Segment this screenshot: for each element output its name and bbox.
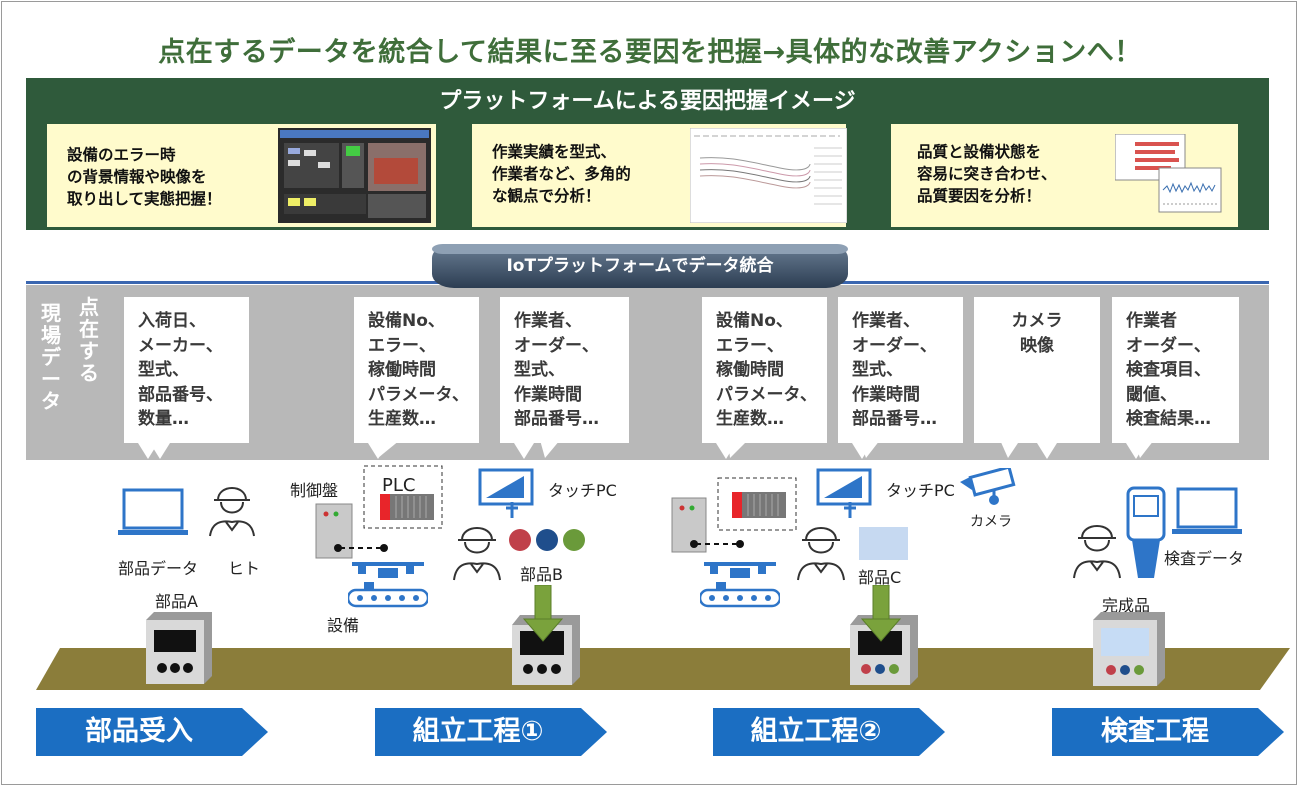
data-bubble-worker-2: 作業者、 オーダー、 型式、 作業時間 部品番号… <box>838 297 963 459</box>
worker-icon <box>209 487 255 537</box>
process-assembly-2: 組立工程② <box>713 708 945 756</box>
human-label: ヒト <box>228 559 261 578</box>
callout-equipment-error: 設備のエラー時 の背景情報や映像を 取り出して実態把握！ <box>47 124 436 227</box>
control-panel-plc-icon <box>671 477 797 553</box>
control-panel-label: 制御盤 <box>290 481 339 500</box>
finished-product-machine-icon <box>1093 612 1165 686</box>
laptop-icon <box>118 488 188 535</box>
worker-icon <box>453 527 501 581</box>
plc-label: PLC <box>382 475 416 496</box>
part-c-machine-icon <box>850 585 918 685</box>
parts-data-label: 部品データ <box>118 559 199 578</box>
process-label: 組立工程① <box>412 716 544 747</box>
bubble-text: 作業者、 オーダー、 型式、 作業時間 部品番号… <box>514 311 599 429</box>
process-arrow-shape <box>1052 708 1284 756</box>
camera-label: カメラ <box>970 514 1012 530</box>
process-arrow-shape <box>375 708 607 756</box>
touch-pc-icon <box>478 468 534 518</box>
bubble-text: 設備No、 エラー、 稼働時間 パラメータ、 生産数… <box>716 311 817 429</box>
callout-text: 作業実績を型式、 作業者など、多角的 な観点で分析！ <box>492 143 631 205</box>
bubble-text: 入荷日、 メーカー、 型式、 部品番号、 数量… <box>138 311 223 429</box>
callout-work-analysis: 作業実績を型式、 作業者など、多角的 な観点で分析！ <box>472 124 847 227</box>
handheld-scanner-icon <box>1126 486 1166 578</box>
side-label-col1: 点在する <box>79 295 99 385</box>
worker-icon <box>1073 525 1121 579</box>
callout-quality-analysis: 品質と設備状態を 容易に突き合わせ、 品質要因を分析！ <box>891 124 1238 227</box>
camera-icon <box>960 468 1016 505</box>
process-arrow-shape <box>713 708 945 756</box>
data-bubble-inspection: 作業者 オーダー、 検査項目、 閾値、 検査結果… <box>1112 297 1239 459</box>
bubble-text: 作業者、 オーダー、 型式、 作業時間 部品番号… <box>852 311 937 429</box>
part-a-machine-icon <box>146 612 212 684</box>
worker-icon <box>797 527 845 581</box>
process-label: 部品受入 <box>85 716 193 747</box>
part-c-label: 部品C <box>858 568 902 587</box>
quality-charts-image <box>1115 134 1222 213</box>
data-bubble-equipment-2: 設備No、 エラー、 稼働時間 パラメータ、 生産数… <box>702 297 827 459</box>
touch-pc-icon <box>816 468 872 518</box>
page-title: 点在するデータを統合して結果に至る要因を把握→具体的な改善アクションへ！ <box>158 37 1142 68</box>
bubble-text: 設備No、 エラー、 稼働時間 パラメータ、 生産数… <box>368 311 469 429</box>
banner-title: プラットフォームによる要因把握イメージ <box>439 89 856 114</box>
part-a-label: 部品A <box>155 592 198 611</box>
line-chart-image <box>690 128 847 223</box>
robot-conveyor-icon <box>348 562 428 608</box>
finished-product-label: 完成品 <box>1102 596 1151 615</box>
part-c-block <box>859 527 908 560</box>
data-bubble-worker-1: 作業者、 オーダー、 型式、 作業時間 部品番号… <box>500 297 629 459</box>
inspection-data-label: 検査データ <box>1164 549 1245 568</box>
callout-text: 設備のエラー時 の背景情報や映像を 取り出して実態把握！ <box>67 146 222 208</box>
process-label: 組立工程② <box>750 716 882 747</box>
iot-platform-banner: IoTプラットフォームでデータ統合 <box>432 244 848 288</box>
process-inspection: 検査工程 <box>1052 708 1284 756</box>
process-label: 検査工程 <box>1101 716 1209 747</box>
robot-conveyor-icon <box>700 562 780 608</box>
control-panel-plc-icon <box>315 465 443 559</box>
process-arrow-shape <box>36 708 268 756</box>
process-assembly-1: 組立工程① <box>375 708 607 756</box>
bubble-tails <box>150 440 1154 458</box>
part-b-balls-icon <box>509 529 585 551</box>
touch-pc-2-label: タッチPC <box>886 481 955 500</box>
side-label-col2: 現場データ <box>41 301 61 413</box>
part-b-machine-icon <box>512 585 580 685</box>
laptop-icon <box>1172 487 1242 534</box>
bubble-text: 作業者 オーダー、 検査項目、 閾値、 検査結果… <box>1126 311 1211 429</box>
process-parts-receiving: 部品受入 <box>36 708 268 756</box>
touch-pc-1-label: タッチPC <box>548 481 617 500</box>
data-bubble-equipment-1: 設備No、 エラー、 稼働時間 パラメータ、 生産数… <box>354 297 479 459</box>
callout-text: 品質と設備状態を 容易に突き合わせ、 品質要因を分析！ <box>917 143 1057 205</box>
bubble-text: カメラ 映像 <box>1011 311 1063 356</box>
part-b-label: 部品B <box>520 565 563 584</box>
monitor-screen-image <box>278 128 431 223</box>
data-bubble-parts: 入荷日、 メーカー、 型式、 部品番号、 数量… <box>124 297 249 459</box>
equipment-label: 設備 <box>327 616 360 635</box>
iot-platform-label: IoTプラットフォームでデータ統合 <box>506 256 774 276</box>
data-bubble-camera: カメラ 映像 <box>974 297 1100 459</box>
